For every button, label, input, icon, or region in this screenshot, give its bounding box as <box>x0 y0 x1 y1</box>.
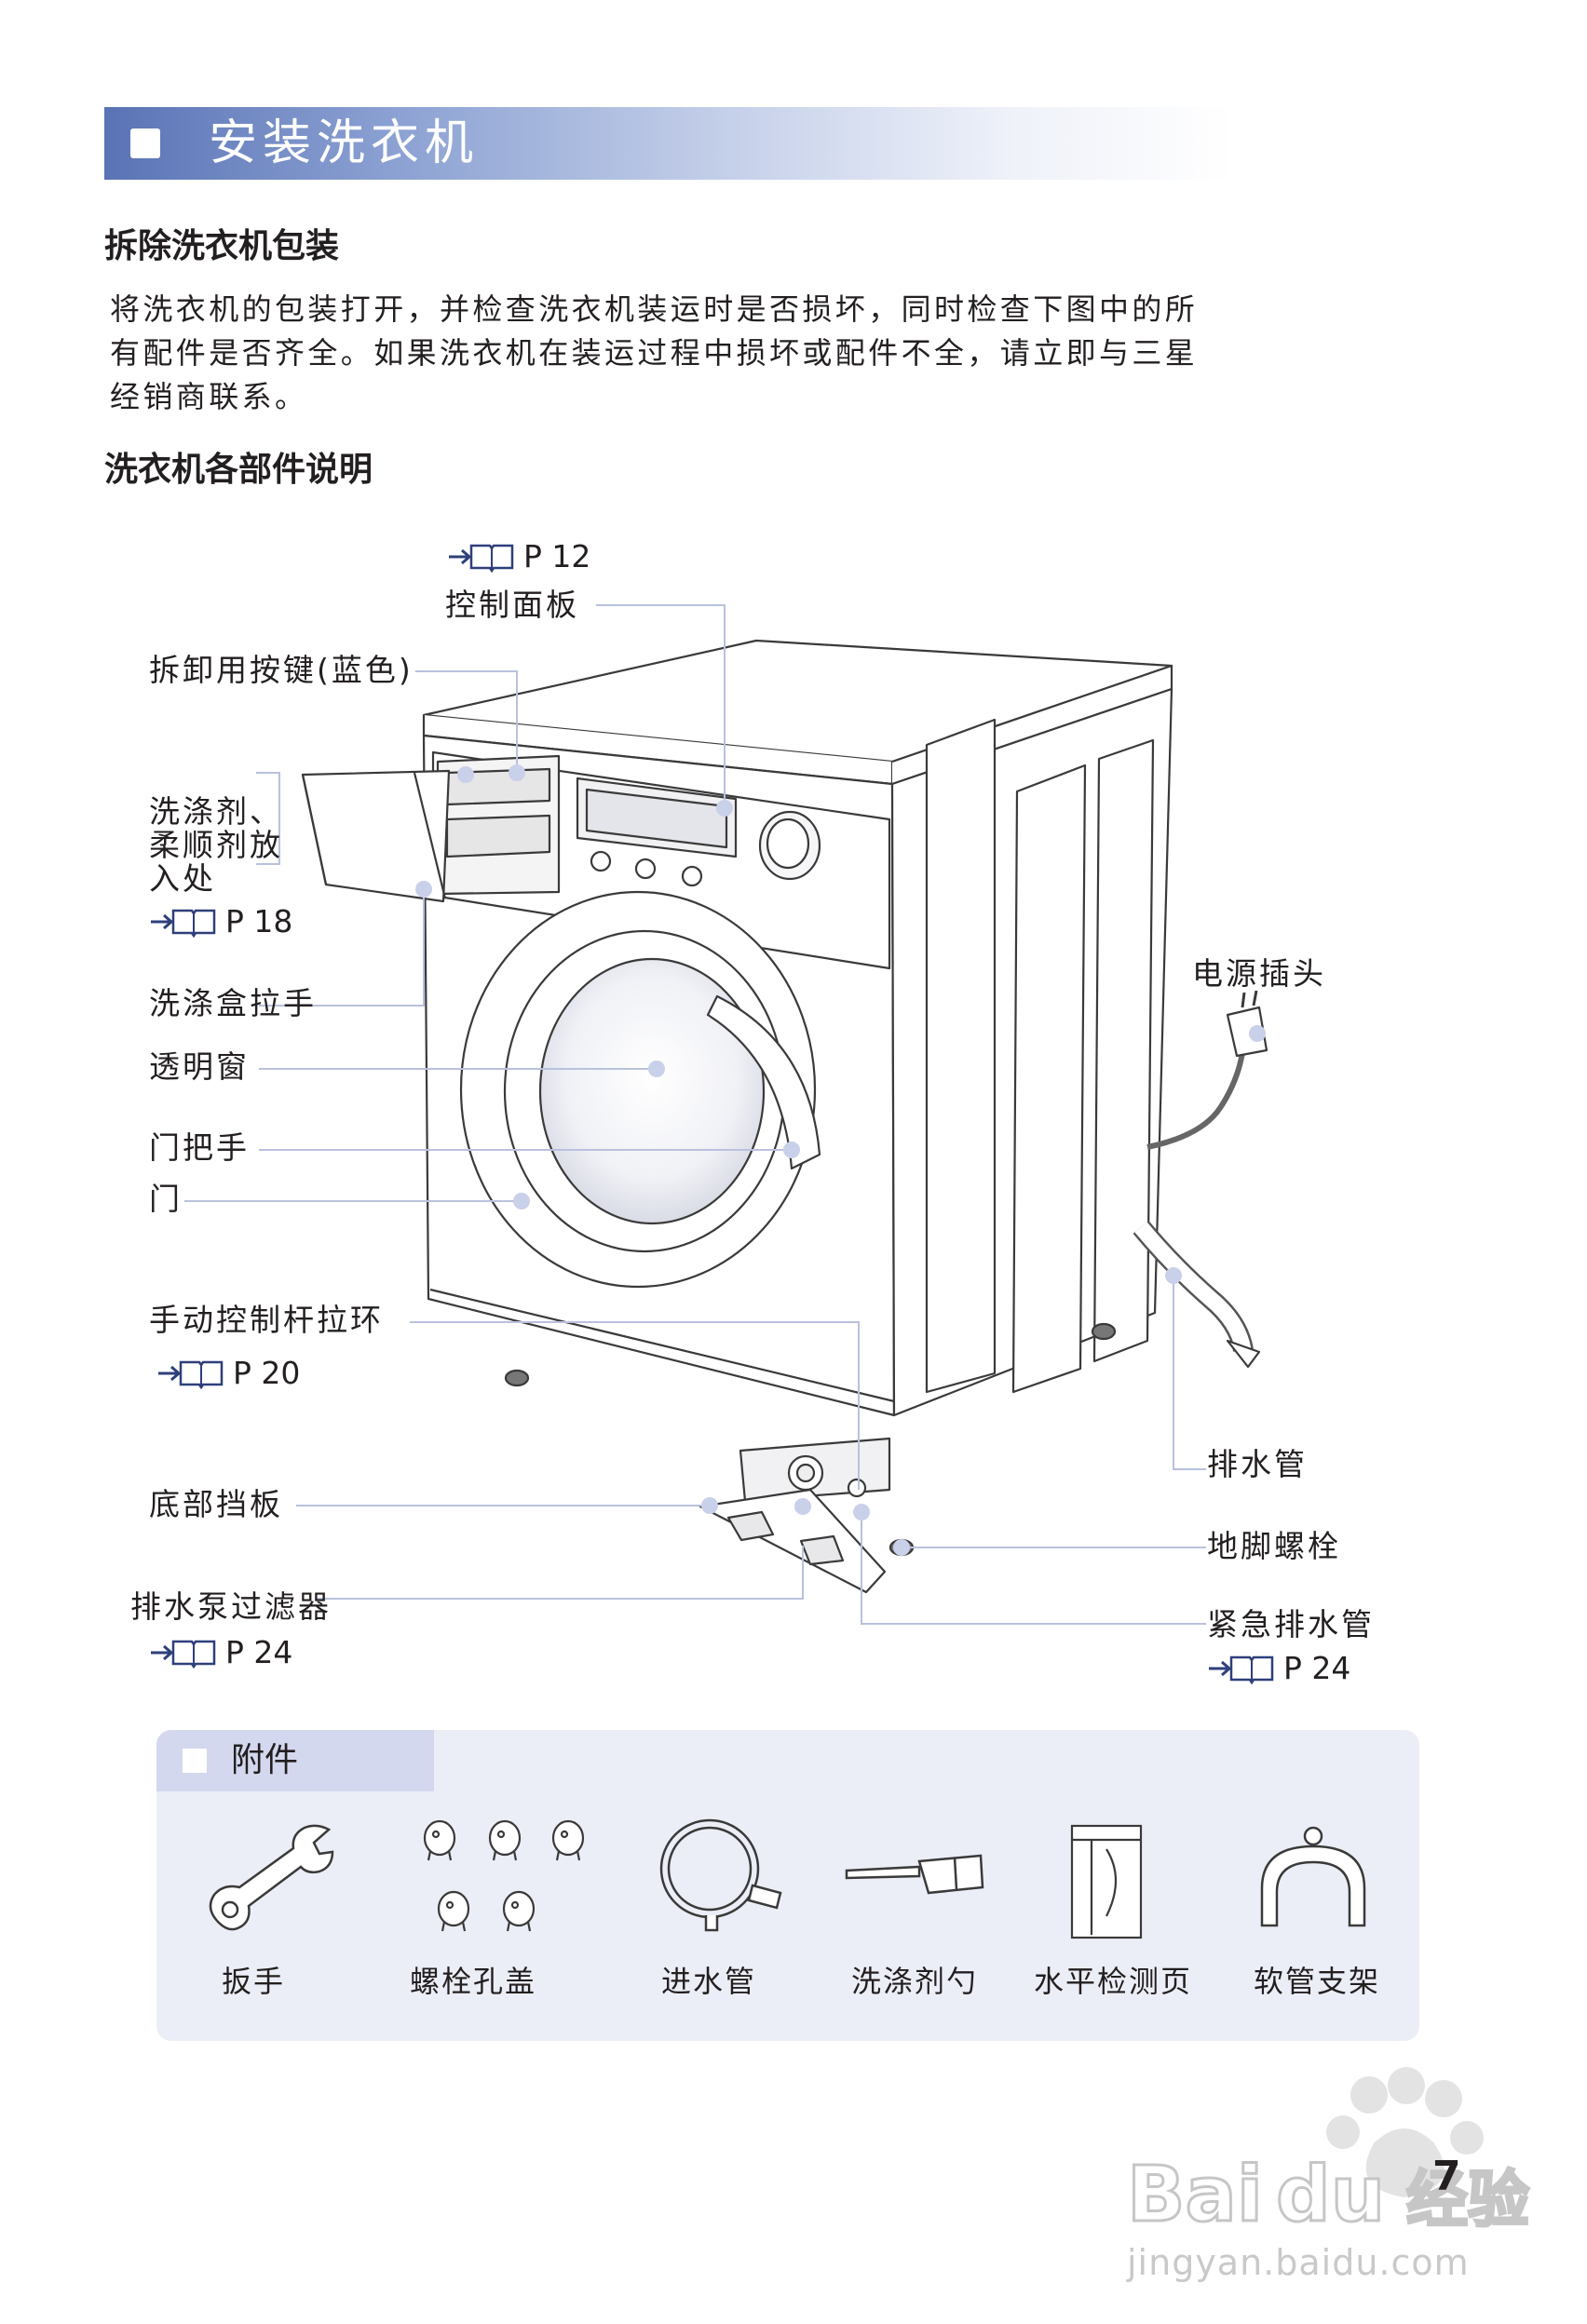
title-square-icon <box>130 128 160 158</box>
unpack-heading: 拆除洗衣机包装 <box>104 226 339 267</box>
pump-filter-label: 排水泵过滤器 <box>130 1588 332 1626</box>
book-ref-icon <box>149 1636 216 1669</box>
door-handle-label: 门把手 <box>149 1129 250 1167</box>
accessory-wrench-label: 扳手 <box>222 1963 285 2000</box>
detergent-label-line-1: 洗涤剂、 <box>149 793 283 831</box>
emergency-drain-label: 紧急排水管 <box>1207 1606 1375 1643</box>
bottom-cover-label: 底部挡板 <box>149 1486 283 1523</box>
detergent-ref: P 18 <box>149 903 292 940</box>
book-ref-icon <box>1207 1652 1274 1685</box>
bolt-cap-icon <box>410 1814 596 1953</box>
svg-text:du: du <box>1276 2151 1385 2239</box>
feet-label: 地脚螺栓 <box>1207 1528 1341 1565</box>
watermark-url: jingyan.baidu.com <box>1127 2242 1470 2283</box>
book-ref-icon <box>447 540 514 574</box>
unpack-text-line-1: 将洗衣机的包装打开，并检查洗衣机装运时是否损坏，同时检查下图中的所 <box>110 287 1198 331</box>
power-plug-label: 电源插头 <box>1192 955 1326 993</box>
release-button-label: 拆卸用按键(蓝色) <box>149 652 414 689</box>
drawer-handle-label: 洗涤盒拉手 <box>149 985 317 1022</box>
detergent-label-line-3: 入处 <box>149 860 216 898</box>
pump-filter-ref-text: P 24 <box>225 1634 292 1671</box>
control-panel-ref: P 12 <box>447 538 590 575</box>
accessory-scoop-label: 洗涤剂勺 <box>851 1963 978 2000</box>
section-title-bar: 安装洗衣机 <box>104 107 1233 180</box>
accessories-square-icon <box>183 1749 207 1773</box>
emergency-drain-ref-text: P 24 <box>1283 1650 1350 1687</box>
manual-lever-ref-text: P 20 <box>233 1355 300 1392</box>
accessory-bolt-caps-label: 螺栓孔盖 <box>410 1963 536 2000</box>
accessories-header: 附件 <box>156 1730 434 1791</box>
detergent-scoop-icon <box>843 1839 992 1913</box>
accessory-hose-hanger-label: 软管支架 <box>1254 1963 1380 2000</box>
page-number: 7 <box>1432 2153 1461 2200</box>
page-title: 安装洗衣机 <box>209 115 479 172</box>
unpack-text-line-2: 有配件是否齐全。如果洗衣机在装运过程中损坏或配件不全，请立即与三星 <box>110 331 1198 375</box>
window-label: 透明窗 <box>149 1048 250 1086</box>
washing-machine-diagram <box>0 521 1587 1732</box>
control-panel-label: 控制面板 <box>445 587 579 624</box>
drain-hose-label: 排水管 <box>1207 1446 1308 1483</box>
hose-hanger-icon <box>1253 1823 1374 1944</box>
accessory-inlet-hose-label: 进水管 <box>661 1963 756 2000</box>
svg-text:Bai: Bai <box>1127 2151 1263 2239</box>
manual-lever-ref: P 20 <box>156 1355 300 1392</box>
pump-filter-ref: P 24 <box>149 1634 292 1671</box>
manual-lever-label: 手动控制杆拉环 <box>149 1302 384 1339</box>
control-panel-ref-text: P 12 <box>523 538 590 575</box>
detergent-ref-text: P 18 <box>225 903 292 940</box>
book-ref-icon <box>156 1357 224 1390</box>
detergent-label-line-2: 柔顺剂放 <box>149 827 283 864</box>
level-sheet-icon <box>1069 1823 1144 1942</box>
door-label: 门 <box>149 1181 183 1218</box>
book-ref-icon <box>149 905 216 939</box>
inlet-hose-icon <box>652 1811 792 1951</box>
svg-text:经验: 经验 <box>1406 2164 1529 2236</box>
wrench-icon <box>200 1820 340 1941</box>
accessory-level-sheet-label: 水平检测页 <box>1034 1963 1192 2000</box>
accessories-title: 附件 <box>231 1739 298 1782</box>
parts-heading: 洗衣机各部件说明 <box>104 450 373 491</box>
emergency-drain-ref: P 24 <box>1207 1650 1350 1687</box>
unpack-text-line-3: 经销商联系。 <box>110 374 307 419</box>
